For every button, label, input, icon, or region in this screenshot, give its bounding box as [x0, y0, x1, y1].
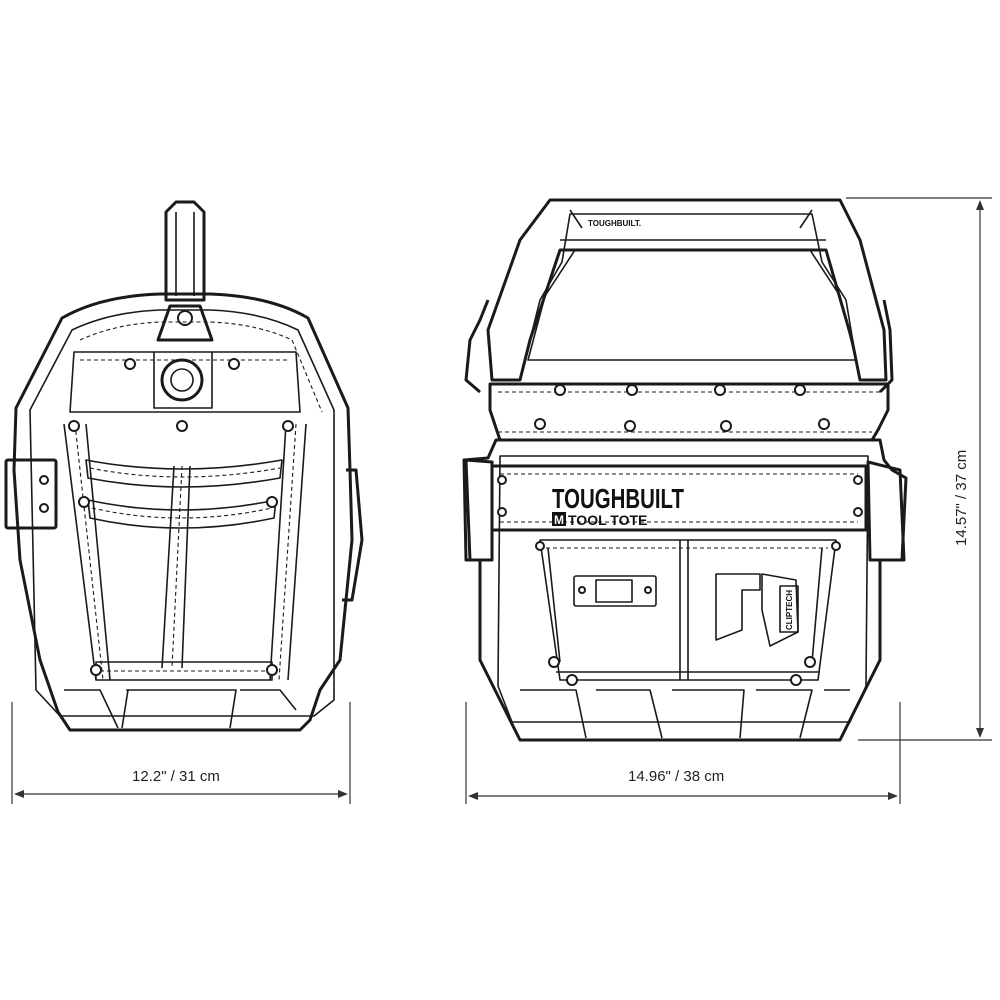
side-width-label: 12.2" / 31 cm — [132, 768, 220, 785]
front-view: TOUGHBUILT. TOUGHBUILT M TOOL TOTE — [462, 198, 908, 742]
cliptech-label: CLIPTECH — [785, 590, 794, 630]
product-mark-box — [552, 512, 566, 526]
height-label: 14.57" / 37 cm — [953, 450, 970, 546]
front-width-label: 14.96" / 38 cm — [628, 768, 724, 785]
cliptech-plate: CLIPTECH — [715, 573, 799, 647]
dimension-height: 14.57" / 37 cm — [846, 197, 992, 741]
dimension-front-width: 14.96" / 38 cm — [465, 702, 901, 804]
arrow-right-icon — [888, 792, 898, 800]
product-mark: M — [554, 513, 564, 527]
side-view — [4, 200, 364, 732]
arrow-up-icon — [976, 200, 984, 210]
arrow-down-icon — [976, 728, 984, 738]
arrow-left-icon — [14, 790, 24, 798]
arrow-right-icon — [338, 790, 348, 798]
clip-plate — [573, 575, 657, 607]
product-name: TOOL TOTE — [568, 512, 647, 528]
dimension-side-width: 12.2" / 31 cm — [11, 702, 351, 804]
logo-main: TOUGHBUILT — [552, 483, 684, 514]
arrow-left-icon — [468, 792, 478, 800]
logo-small: TOUGHBUILT. — [588, 219, 641, 228]
